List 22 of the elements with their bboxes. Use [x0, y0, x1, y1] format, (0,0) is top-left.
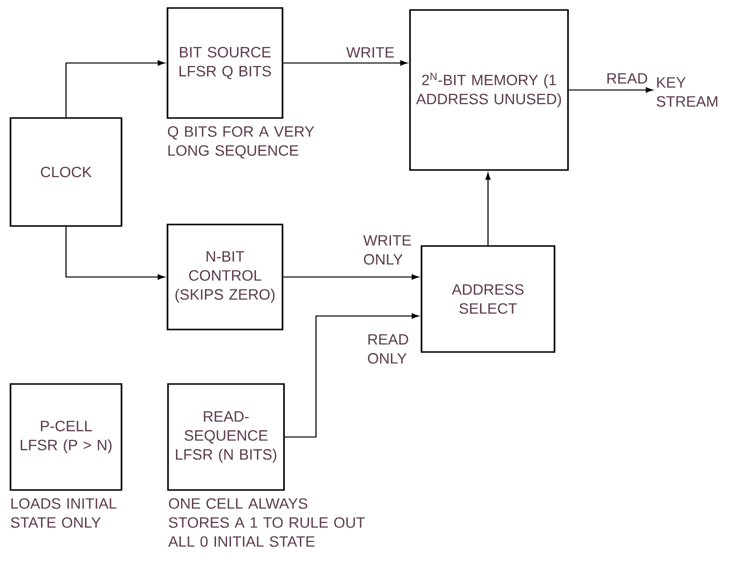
block-box: CLOCK [10, 117, 122, 227]
edge-label: READ ONLY [368, 334, 408, 364]
note-text: Q BITS FOR A VERY LONG SEQUENCE [168, 126, 314, 159]
block-box: READ-SEQUENCE LFSR (N BITS) [167, 383, 285, 491]
arrow [283, 274, 419, 280]
block-box: 2$^{N}$-BIT MEMORY (1 ADDRESS UNUSED) [409, 9, 569, 171]
arrow [485, 172, 491, 246]
note-text: ONE CELL ALWAYS STORES A 1 TO RULE OUT ALL 0 INITIAL STATE [168, 498, 365, 547]
block-box: ADDRESS SELECT [420, 245, 556, 353]
edge-label: WRITE [346, 47, 394, 58]
arrow [65, 60, 165, 118]
edge-label: READ [607, 73, 648, 84]
block-box: N-BIT CONTROL (SKIPS ZERO) [166, 224, 284, 330]
arrow [284, 313, 419, 438]
arrow [283, 60, 408, 66]
arrow [65, 226, 165, 280]
edge-label: WRITE ONLY [363, 235, 411, 265]
block-box: P-CELL LFSR (P > N) [10, 383, 122, 491]
note-text: LOADS INITIAL STATE ONLY [10, 498, 116, 528]
output-label: KEY STREAM [656, 77, 718, 107]
block-box: BIT SOURCE LFSR Q BITS [166, 7, 284, 119]
arrow [568, 87, 653, 93]
